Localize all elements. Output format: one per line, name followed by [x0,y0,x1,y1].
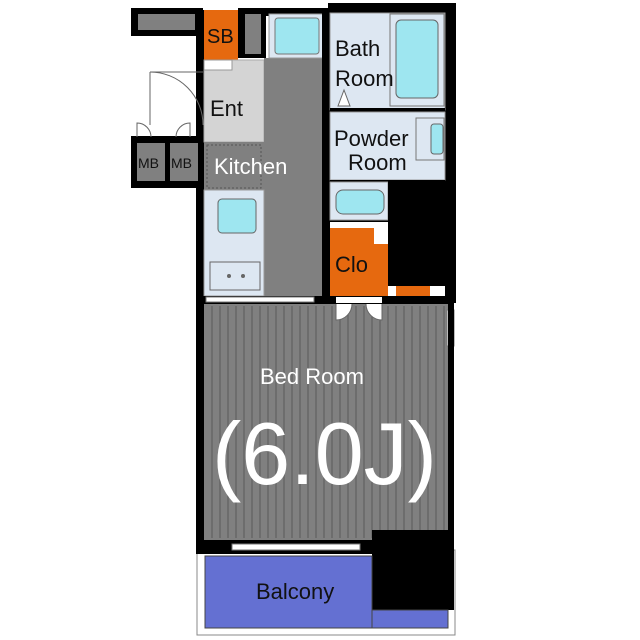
kitchen-sink [217,198,257,234]
corridor-floor [264,58,322,298]
bedroom-floor-lines [211,306,445,538]
corridor-right-wall [322,10,330,300]
sb-label: SB [207,26,234,48]
mb-door-swing-right [175,122,191,138]
ent-label: Ent [210,96,244,121]
balcony-label: Balcony [256,579,335,604]
bath-door-wall [330,108,445,112]
powder-room-label-line2: Room [348,150,407,175]
balcony-sliding-window [231,543,361,551]
balcony-floor [204,555,373,629]
bath-room-label-line1: Bath [335,36,381,61]
closet-door-swing-right [365,303,383,321]
ent-area [203,59,265,143]
hob-burner-right [241,274,245,278]
top-inner-gray2 [245,14,261,54]
powder-sink-basin [430,123,444,155]
top-inner-gray [138,14,195,30]
kitchen-bottom-wall [196,296,452,304]
toilet-fixture [335,189,385,215]
top-wall-right [328,3,456,13]
mb-door-swing-left [136,122,152,138]
clo-area [330,228,388,296]
right-wall [445,3,456,303]
kitchen-hob [209,261,261,291]
bathtub-basin [395,19,439,99]
entrance-door-swing [149,71,204,126]
bath-door-mark [337,88,351,107]
kitchen-label: Kitchen [214,154,288,179]
clo-label: Clo [335,252,369,277]
mb-right-box [170,143,198,181]
mb-right-label: MB [171,155,192,171]
bedroom-size-label: (6.0J) [212,404,437,503]
closet-door-swing-left [335,303,353,321]
bedroom-right-wall [448,300,454,534]
bedroom-label: Bed Room [260,364,364,389]
bedroom-floor [204,304,448,540]
mb-left-label: MB [138,155,159,171]
balcony-floor-right [371,609,449,629]
hob-burner-left [227,274,231,278]
bath-room-label-line2: Room [335,66,394,91]
closet-door-gap [336,297,382,303]
kitchen-stove [206,144,262,189]
wall-block-right [388,180,445,286]
sb-area [203,10,238,60]
wall-notch-lower-right [372,530,454,610]
top-wall-mid [266,8,328,16]
mb-left-box [137,143,165,181]
kitchen-sliding-door [205,296,315,303]
powder-room-label-line1: Powder [334,126,409,151]
left-wall [196,10,204,550]
fridge-fixture [274,17,320,55]
ent-shoe-box [203,59,233,71]
kitchen-floor [204,142,264,190]
